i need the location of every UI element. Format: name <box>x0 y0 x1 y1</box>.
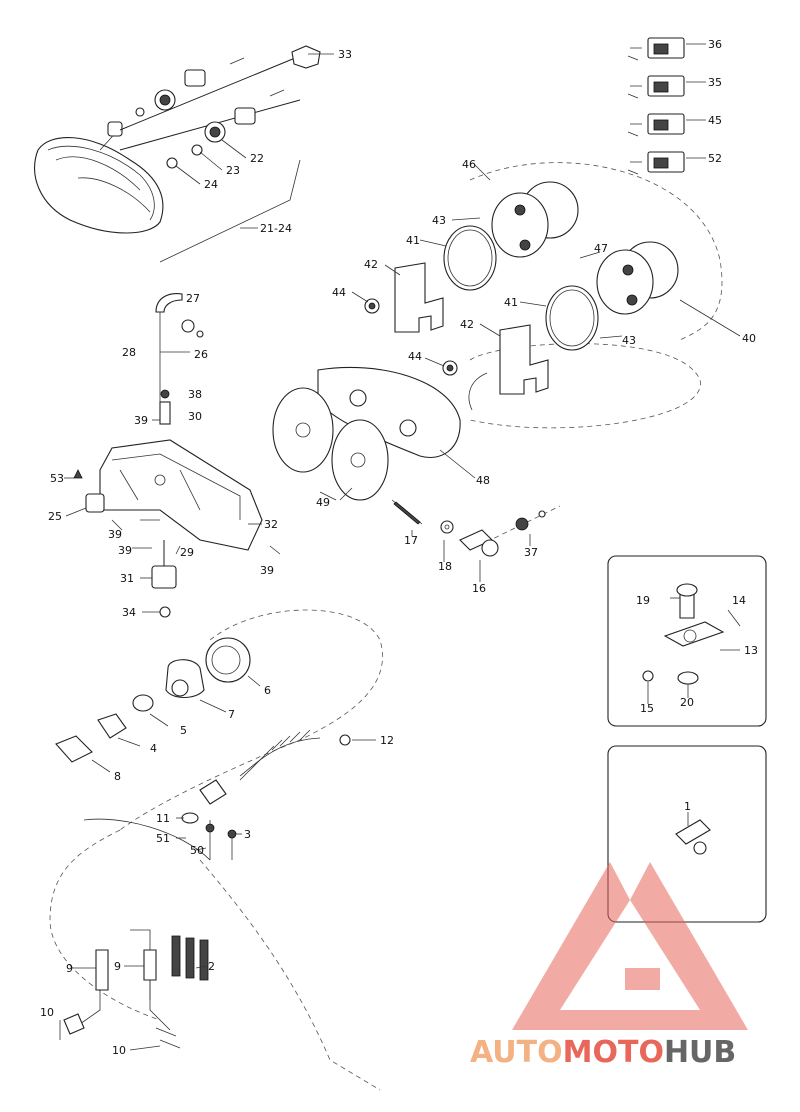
callout-40: 40 <box>742 332 756 345</box>
callout-25: 25 <box>48 510 62 523</box>
callout-24: 24 <box>204 178 218 191</box>
callout-12: 12 <box>380 734 394 747</box>
watermark-hub: HUB <box>664 1035 736 1070</box>
callout-39b: 39 <box>108 528 122 541</box>
callout-33: 33 <box>338 48 352 61</box>
callout-8: 8 <box>114 770 121 783</box>
callout-39a: 39 <box>134 414 148 427</box>
callout-44a: 44 <box>332 286 346 299</box>
callout-39c: 39 <box>260 564 274 577</box>
callout-4: 4 <box>150 742 157 755</box>
lower-fairing <box>49 609 383 1091</box>
headlight-assembly <box>34 45 334 263</box>
watermark-auto: AUTO <box>470 1035 563 1070</box>
speedo-drive-parts <box>391 499 561 582</box>
callout-43b: 43 <box>622 334 636 347</box>
callout-36: 36 <box>708 38 722 51</box>
callout-44b: 44 <box>408 350 422 363</box>
callout-17: 17 <box>404 534 418 547</box>
callout-45: 45 <box>708 114 722 127</box>
callout-22: 22 <box>250 152 264 165</box>
callout-3: 3 <box>244 828 251 841</box>
callout-1: 1 <box>684 800 691 813</box>
callout-7: 7 <box>228 708 235 721</box>
callout-39d: 39 <box>118 544 132 557</box>
switch-group <box>627 37 706 175</box>
callout-30: 30 <box>188 410 202 423</box>
callout-13: 13 <box>744 644 758 657</box>
callout-38: 38 <box>188 388 202 401</box>
watermark-moto: MOTO <box>563 1035 664 1070</box>
callout-51: 51 <box>156 832 170 845</box>
callout-5: 5 <box>180 724 187 737</box>
watermark-logo: AUTOMOTOHUB <box>470 862 748 1070</box>
callout-labels: 33 22 23 24 21-24 36 35 45 52 46 43 41 4… <box>40 38 758 1057</box>
callout-23: 23 <box>226 164 240 177</box>
callout-41a: 41 <box>406 234 420 247</box>
callout-15: 15 <box>640 702 654 715</box>
callout-9a: 9 <box>66 962 73 975</box>
callout-19: 19 <box>636 594 650 607</box>
callout-14: 14 <box>732 594 746 607</box>
callout-27: 27 <box>186 292 200 305</box>
callout-52: 52 <box>708 152 722 165</box>
callout-21-24: 21-24 <box>260 222 292 235</box>
callout-41b: 41 <box>504 296 518 309</box>
callout-37: 37 <box>524 546 538 559</box>
callout-6: 6 <box>264 684 271 697</box>
mount-bracket <box>64 293 281 618</box>
callout-32: 32 <box>264 518 278 531</box>
callout-53: 53 <box>50 472 64 485</box>
svg-text:AUTOMOTOHUB: AUTOMOTOHUB <box>470 1035 736 1070</box>
callout-42a: 42 <box>364 258 378 271</box>
callout-9b: 9 <box>114 960 121 973</box>
inset-sensor <box>607 555 767 727</box>
callout-49: 49 <box>316 496 330 509</box>
callout-11: 11 <box>156 812 170 825</box>
callout-35: 35 <box>708 76 722 89</box>
callout-10a: 10 <box>40 1006 54 1019</box>
callout-18: 18 <box>438 560 452 573</box>
callout-48: 48 <box>476 474 490 487</box>
callout-29: 29 <box>180 546 194 559</box>
callout-34: 34 <box>122 606 136 619</box>
callout-43a: 43 <box>432 214 446 227</box>
callout-50: 50 <box>190 844 204 857</box>
callout-2: 2 <box>208 960 215 973</box>
callout-16: 16 <box>472 582 486 595</box>
callout-42b: 42 <box>460 318 474 331</box>
callout-28: 28 <box>122 346 136 359</box>
callout-46: 46 <box>462 158 476 171</box>
callout-20: 20 <box>680 696 694 709</box>
callout-26: 26 <box>194 348 208 361</box>
inset-clamp <box>607 745 767 923</box>
callout-31: 31 <box>120 572 134 585</box>
callout-47: 47 <box>594 242 608 255</box>
callout-10b: 10 <box>112 1044 126 1057</box>
gauge-cluster <box>272 162 741 501</box>
